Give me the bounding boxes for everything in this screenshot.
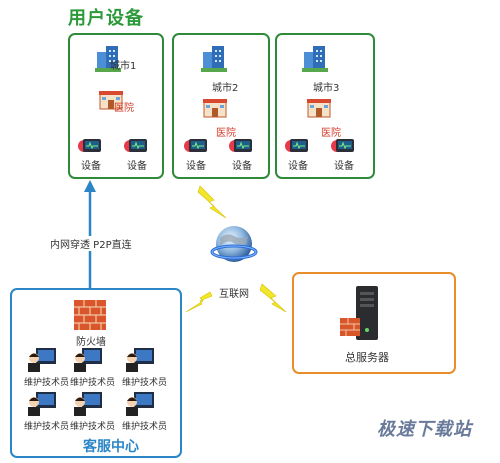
device-icon xyxy=(78,139,101,152)
technician-icon xyxy=(28,348,56,372)
bolt-to-service xyxy=(185,291,213,313)
device-icon xyxy=(285,139,308,152)
device-icon xyxy=(229,139,252,152)
p2p-connection-label: 内网穿透 P2P直连 xyxy=(48,236,134,251)
technician-label: 维护技术员 xyxy=(70,422,116,432)
city-label: 城市2 xyxy=(212,83,239,94)
device-label: 设备 xyxy=(232,161,252,172)
technician-label: 维护技术员 xyxy=(24,378,70,388)
globe-icon xyxy=(210,226,258,262)
device-label: 设备 xyxy=(186,161,206,172)
device-label: 设备 xyxy=(334,161,354,172)
firewall-label: 防火墙 xyxy=(76,337,106,348)
technician-icon xyxy=(126,348,154,372)
technician-label: 维护技术员 xyxy=(24,422,70,432)
technician-label: 维护技术员 xyxy=(122,378,168,388)
device-icon xyxy=(331,139,354,152)
device-label: 设备 xyxy=(127,161,147,172)
technician-icon xyxy=(74,392,102,416)
technician-icon xyxy=(74,348,102,372)
user-devices-title: 用户设备 xyxy=(68,8,144,29)
city-building-icon xyxy=(302,46,328,72)
city-building-icon xyxy=(95,46,121,72)
server-icon xyxy=(340,286,378,340)
device-icon xyxy=(184,139,207,152)
server-label: 总服务器 xyxy=(345,351,389,364)
technician-label: 维护技术员 xyxy=(122,422,168,432)
technician-icon xyxy=(126,392,154,416)
city-label: 城市3 xyxy=(313,83,340,94)
hospital-label: 医院 xyxy=(321,128,341,139)
technician-icon xyxy=(28,392,56,416)
hospital-icon xyxy=(307,99,331,118)
p2p-arrow-head xyxy=(84,180,96,192)
internet-label: 互联网 xyxy=(219,289,249,300)
service-center-title: 客服中心 xyxy=(83,439,139,455)
bolt-to-user xyxy=(197,185,227,219)
city-building-icon xyxy=(201,46,227,72)
firewall-icon xyxy=(74,300,106,330)
technician-label: 维护技术员 xyxy=(70,378,116,388)
hospital-label: 医院 xyxy=(114,103,134,114)
bolt-to-server xyxy=(259,283,287,313)
device-icon xyxy=(124,139,147,152)
hospital-icon xyxy=(203,99,227,118)
hospital-icon xyxy=(99,91,123,110)
watermark: 极速下载站 xyxy=(377,419,472,440)
device-label: 设备 xyxy=(288,161,308,172)
device-label: 设备 xyxy=(81,161,101,172)
city-label: 城市1 xyxy=(110,61,137,72)
hospital-label: 医院 xyxy=(216,128,236,139)
